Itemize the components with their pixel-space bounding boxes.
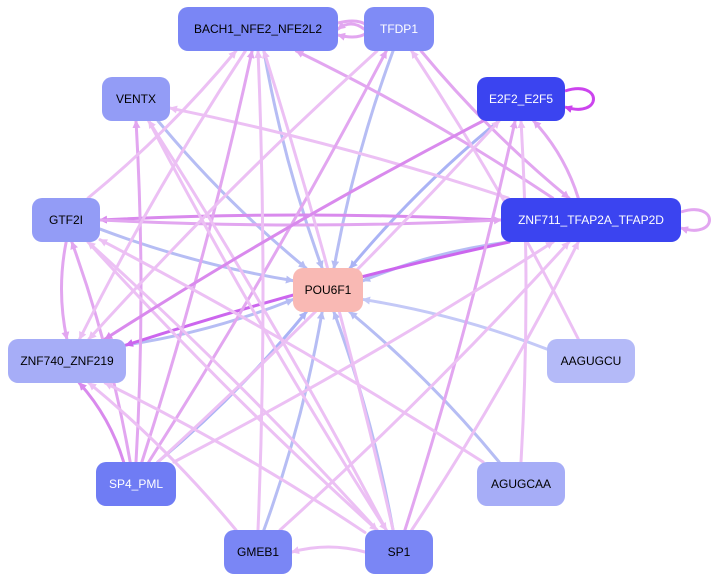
node-box-ventx <box>102 77 170 121</box>
edge-bach1-to-pou6f1 <box>262 49 324 270</box>
edge-ventx-to-pou6f1 <box>156 119 308 270</box>
node-box-znf711 <box>501 198 681 242</box>
edge-tfdp1-to-znf740 <box>87 49 379 341</box>
nodes-layer: POU6F1 BACH1_NFE2_NFE2L2 TFDP1E2F2_E2F5ZNF… <box>8 7 681 574</box>
edge-sp4-to-tfdp1 <box>147 49 388 464</box>
self-loop-znf711 <box>680 208 711 234</box>
node-box-gtf2i <box>32 198 100 242</box>
edge-sp4-to-znf740 <box>77 381 126 464</box>
node-pou6f1[interactable]: POU6F1 <box>293 268 363 312</box>
node-e2f2[interactable]: E2F2_E2F5 <box>477 77 565 121</box>
node-tfdp1[interactable]: TFDP1 <box>364 7 434 51</box>
edge-sp4-to-bach1 <box>140 49 255 464</box>
edge-gtf2i-to-sp1 <box>86 240 379 532</box>
edge-agugcaa-to-pou6f1 <box>348 310 501 464</box>
node-label-znf740: ZNF740_ZNF219 <box>20 354 114 368</box>
node-label-znf711: ZNF711_TFAP2A_TFAP2D <box>518 213 664 227</box>
node-label-gtf2i: GTF2I <box>49 213 83 227</box>
edges-layer <box>60 21 580 555</box>
edge-sp4-to-znf711 <box>172 240 555 464</box>
node-label-pou6f1: POU6F1 <box>305 283 352 297</box>
node-label-bach1: BACH1_NFE2_NFE2L2 <box>194 22 322 36</box>
edge-znf740-to-pou6f1 <box>124 298 295 347</box>
edge-gtf2i-to-pou6f1 <box>98 227 295 284</box>
node-box-e2f2 <box>477 77 565 121</box>
node-box-tfdp1 <box>364 7 434 51</box>
edge-znf711-to-e2f2 <box>532 119 580 200</box>
node-box-sp1 <box>365 530 433 574</box>
node-box-agugcaa <box>477 462 565 506</box>
edge-agugcaa-to-e2f2 <box>517 119 528 464</box>
edge-gmeb1-to-znf711 <box>278 240 571 532</box>
node-label-aagugcu: AAGUGCU <box>561 354 622 368</box>
node-box-sp4 <box>96 462 176 506</box>
node-box-pou6f1 <box>293 268 363 312</box>
edge-e2f2-to-znf740 <box>103 119 485 341</box>
edge-sp1-to-znf711 <box>410 240 580 532</box>
node-gtf2i[interactable]: GTF2I <box>32 198 100 242</box>
edge-tfdp1-to-bach1 <box>336 21 366 31</box>
edge-sp1-to-ventx <box>147 119 388 532</box>
node-znf740[interactable]: ZNF740_ZNF219 <box>8 339 126 383</box>
edge-gmeb1-to-bach1 <box>254 49 265 532</box>
edge-gmeb1-to-pou6f1 <box>262 310 325 532</box>
edge-sp1-to-znf740 <box>103 381 367 534</box>
edge-znf711-to-gtf2i <box>98 213 503 224</box>
node-label-e2f2: E2F2_E2F5 <box>489 92 553 106</box>
edge-sp1-to-gmeb1 <box>290 545 367 555</box>
node-znf711[interactable]: ZNF711_TFAP2A_TFAP2D <box>501 198 681 242</box>
node-box-bach1 <box>178 7 338 51</box>
node-box-gmeb1 <box>224 530 292 574</box>
edge-gtf2i-to-znf711 <box>98 216 503 227</box>
node-label-sp1: SP1 <box>388 545 411 559</box>
edge-agugcaa-to-gtf2i <box>98 238 485 464</box>
node-aagugcu[interactable]: AAGUGCU <box>547 339 635 383</box>
node-label-sp4: SP4_PML <box>109 477 163 491</box>
node-label-gmeb1: GMEB1 <box>237 545 279 559</box>
node-label-ventx: VENTX <box>116 92 156 106</box>
node-label-tfdp1: TFDP1 <box>380 22 418 36</box>
edge-e2f2-to-pou6f1 <box>348 119 501 270</box>
edge-bach1-to-znf740 <box>78 49 247 341</box>
edge-sp1-to-gtf2i <box>86 240 379 532</box>
edge-gtf2i-to-bach1 <box>86 49 238 200</box>
node-bach1[interactable]: BACH1_NFE2_NFE2L2 <box>178 7 338 51</box>
edge-znf711-to-ventx <box>168 105 510 200</box>
edge-sp1-to-e2f2 <box>403 119 518 532</box>
edge-gtf2i-to-znf740 <box>60 240 70 341</box>
node-agugcaa[interactable]: AGUGCAA <box>477 462 565 506</box>
edge-znf711-to-bach1 <box>294 49 555 200</box>
node-ventx[interactable]: VENTX <box>102 77 170 121</box>
node-box-aagugcu <box>547 339 635 383</box>
edge-tfdp1-to-pou6f1 <box>331 49 395 270</box>
node-gmeb1[interactable]: GMEB1 <box>224 530 292 574</box>
node-sp1[interactable]: SP1 <box>365 530 433 574</box>
node-label-agugcaa: AGUGCAA <box>491 477 551 491</box>
node-sp4[interactable]: SP4_PML <box>96 462 176 506</box>
node-box-znf740 <box>8 339 126 383</box>
self-loop-e2f2 <box>564 87 595 113</box>
